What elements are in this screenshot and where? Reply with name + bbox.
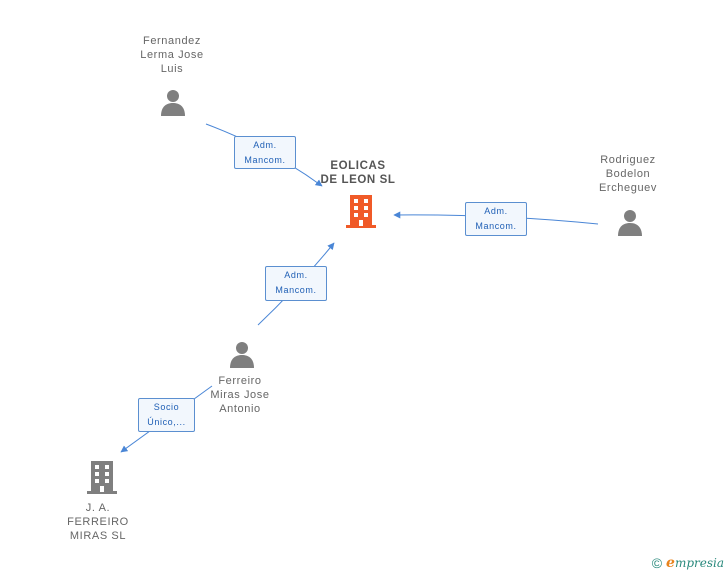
node-label-fernandez[interactable]: Fernandez Lerma Jose Luis [140,35,204,75]
edge-label-fernandez-eolicas: Adm. Mancom. [234,136,296,169]
person-icon[interactable] [230,342,254,368]
edge-label-rodriguez-eolicas: Adm. Mancom. [465,202,527,236]
brand-logo: empresia [666,555,724,571]
building-icon[interactable] [346,195,376,228]
node-label-ja[interactable]: J. A. FERREIRO MIRAS SL [67,502,129,542]
node-label-ferreiro[interactable]: Ferreiro Miras Jose Antonio [210,375,270,415]
node-label-rodriguez[interactable]: Rodriguez Bodelon Ercheguev [599,154,657,194]
person-icon[interactable] [618,210,642,236]
edge-label-ferreiro-ja: Socio Único,... [138,398,195,432]
node-label-eolicas[interactable]: EOLICAS DE LEON SL [320,160,396,186]
copyright-icon: © [651,555,663,571]
edge-label-ferreiro-eolicas: Adm. Mancom. [265,266,327,301]
person-icon[interactable] [161,90,185,116]
building-icon[interactable] [87,461,117,494]
brand-footer[interactable]: © empresia [652,555,724,571]
